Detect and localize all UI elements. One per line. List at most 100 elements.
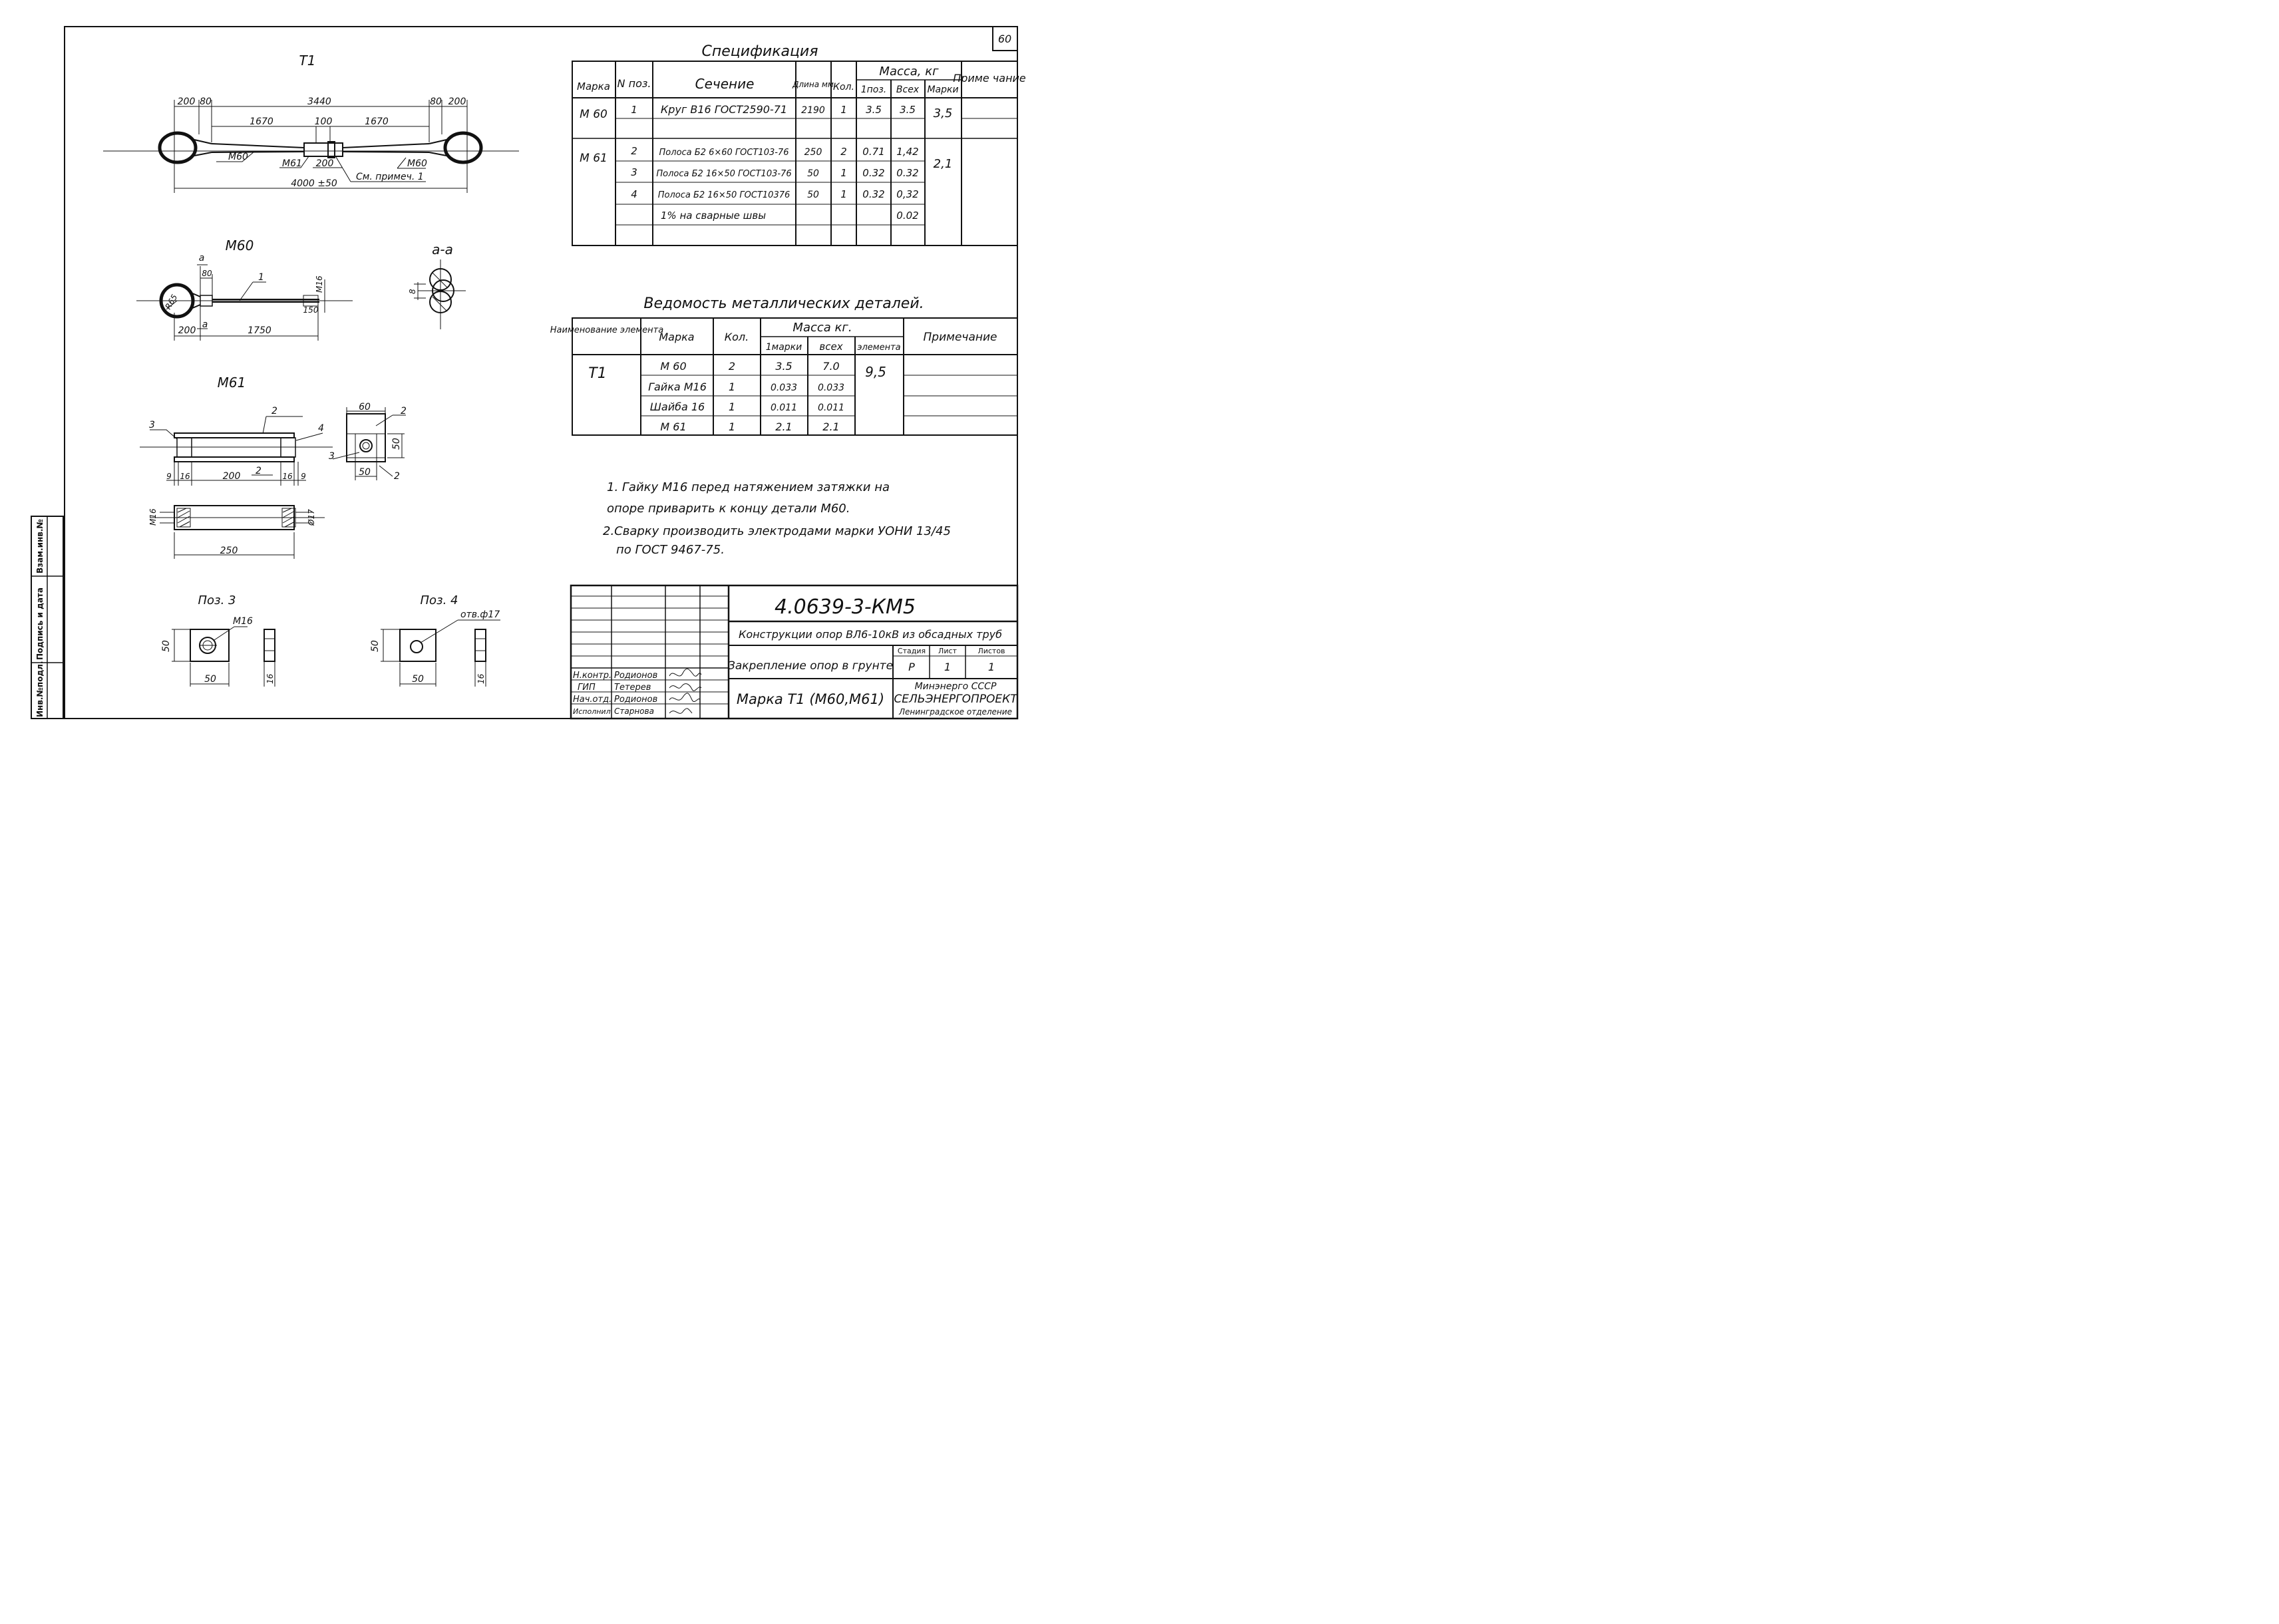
t1-dim-1670b: 1670 [365, 116, 389, 127]
vedom-grid [572, 317, 1018, 436]
t1-label-m60a: М60 [228, 152, 248, 162]
aa-title: а-а [432, 242, 453, 257]
vedom-r3-m1: 2.1 [775, 420, 792, 433]
m61-side-dim-50w: 50 [359, 467, 371, 478]
t1-label-note: См. примеч. 1 [356, 172, 424, 182]
spec-headers: Марка N поз. Сечение Длина мм Кол. Масса… [577, 65, 1026, 95]
m60-title: М60 [226, 238, 254, 253]
spec-h-kol: Кол. [833, 82, 854, 92]
note-line-3: 2.Сварку производить электродами марки У… [603, 524, 951, 538]
stamp-people: Н.контр. Родионов ГИП Тетерев Нач.отд. Р… [573, 671, 657, 716]
stamp-name-2: Родионов [614, 695, 657, 705]
spec-r2-sech: Полоса Б2 16×50 ГОСТ103-76 [656, 169, 791, 179]
m61-side-pos-3: 3 [329, 451, 335, 462]
stamp-role-0: Н.контр. [573, 671, 612, 681]
m61-side-pos-2: 2 [401, 406, 407, 416]
t1-dim-200c: 200 [316, 158, 334, 169]
poz3-dim-16: 16 [265, 673, 275, 684]
vedom-r1-kol: 1 [729, 381, 735, 393]
vedom-r2-m1: 0.011 [771, 403, 797, 413]
m60-dim-150: 150 [303, 305, 319, 315]
m60-label-a2: а [202, 319, 208, 330]
vedom-h-mel: элемента [857, 343, 900, 353]
spec-r1-marka: М 61 [580, 152, 608, 165]
stamp-org1: Минэнерго СССР [915, 681, 997, 692]
spec-r0-m1: 3.5 [866, 104, 882, 116]
spec-r0-sech: Круг В16 ГОСТ2590-71 [661, 103, 787, 116]
m61-view [140, 416, 333, 559]
m61-texts: М61 3 2 4 2 9 16 200 16 9 М16 Ø17 250 [148, 375, 324, 556]
vedom-headers: Наименование элемента Марка Кол. Масса к… [550, 321, 997, 353]
side-strip-sign: Подпись и дата [35, 587, 45, 660]
t1-label-m61: М61 [282, 158, 302, 169]
vedom-r0-m1: 3.5 [775, 360, 792, 373]
spec-h-mmarki: Марки [927, 84, 958, 95]
poz3-dim-50w: 50 [204, 674, 216, 685]
vedom-element-name: Т1 [588, 365, 606, 382]
spec-r0-dl: 2190 [801, 105, 825, 116]
signature-1 [669, 683, 702, 691]
spec-title: Спецификация [702, 43, 818, 60]
poz4-dim-50w: 50 [412, 674, 424, 685]
vedom-rows: М 60 2 3.5 7.0 Гайка М16 1 0.033 0.033 Ш… [648, 360, 844, 433]
m61-side-view [332, 407, 406, 480]
signature-3 [669, 708, 693, 714]
m61-pos-4: 4 [318, 423, 324, 434]
stamp-role-1: ГИП [578, 683, 596, 693]
vedom-r0-kol: 2 [729, 360, 735, 373]
spec-r3-kol: 1 [840, 188, 847, 200]
m61-side-dim-50h: 50 [391, 438, 402, 450]
aa-dim-8: 8 [408, 289, 417, 294]
stamp-name-1: Тетерев [614, 683, 651, 693]
vedom-r1-mall: 0.033 [818, 383, 844, 393]
poz3-label-m16: М16 [233, 616, 253, 627]
m61-dim-9a: 9 [166, 472, 172, 481]
drawing-sheet: 60 Инв.№подл. Подпись и дата Взам.инв.№ … [31, 26, 1026, 720]
stamp-listov-label: Листов [977, 647, 1005, 655]
t1-dim-1670a: 1670 [250, 116, 273, 127]
m61-side-texts: 60 2 3 50 50 2 [329, 402, 407, 482]
spec-rows: М 60 1 Круг В16 ГОСТ2590-71 2190 1 3.5 3… [580, 103, 952, 222]
spec-r2-mall: 0.32 [896, 167, 918, 179]
spec-r4-mall: 0.02 [896, 210, 918, 222]
m60-label-a1: а [199, 253, 205, 263]
side-strip-inv: Инв.№подл. [35, 661, 45, 718]
vedom-title: Ведомость металлических деталей. [643, 295, 924, 312]
vedom-mass-element: 9,5 [865, 364, 886, 380]
m60-view [136, 264, 353, 341]
t1-dim-80b: 80 [430, 96, 442, 107]
stamp-stadia: Р [908, 661, 915, 673]
t1-title: Т1 [299, 53, 316, 69]
spec-r2-m1: 0.32 [862, 167, 884, 179]
aa-section [414, 259, 466, 329]
m61-label-m16: М16 [148, 508, 158, 526]
poz4-dim-16: 16 [476, 673, 486, 684]
spec-grid [572, 61, 1018, 246]
spec-r2-kol: 1 [840, 167, 847, 179]
notes: 1. Гайку М16 перед натяжением затяжки на… [603, 480, 951, 557]
poz3-dim-50h: 50 [161, 640, 172, 652]
title-block-grid [570, 584, 1019, 720]
vedom-r3-mall: 2.1 [822, 420, 839, 433]
stamp-signatures [669, 668, 702, 714]
vedom-r1-m1: 0.033 [771, 383, 797, 393]
m60-dim-1750: 1750 [248, 325, 271, 336]
spec-h-dlina: Длина мм [792, 80, 834, 89]
spec-h-prim: Приме чание [953, 72, 1026, 84]
vedom-r2-marka: Шайба 16 [650, 401, 705, 413]
vedom-r3-marka: М 61 [660, 420, 686, 433]
spec-r1-mall: 1,42 [896, 146, 918, 158]
m61-dim-9b: 9 [301, 472, 306, 481]
spec-r0-mall: 3.5 [900, 104, 916, 116]
spec-r2-dl: 50 [807, 168, 819, 179]
m61-side-pos-2b: 2 [394, 471, 400, 482]
vedom-h-prim: Примечание [924, 331, 997, 344]
vedom-h-kol: Кол. [725, 331, 749, 343]
spec-r3-pos: 4 [631, 188, 637, 200]
spec-r3-sech: Полоса Б2 16×50 ГОСТ10376 [658, 190, 790, 200]
spec-h-m1: 1поз. [861, 84, 887, 95]
stamp-org3: Ленинградское отделение [898, 707, 1012, 717]
m60-pos-1: 1 [258, 272, 264, 283]
m60-dim-80: 80 [202, 269, 212, 278]
spec-h-npos: N поз. [617, 77, 651, 90]
